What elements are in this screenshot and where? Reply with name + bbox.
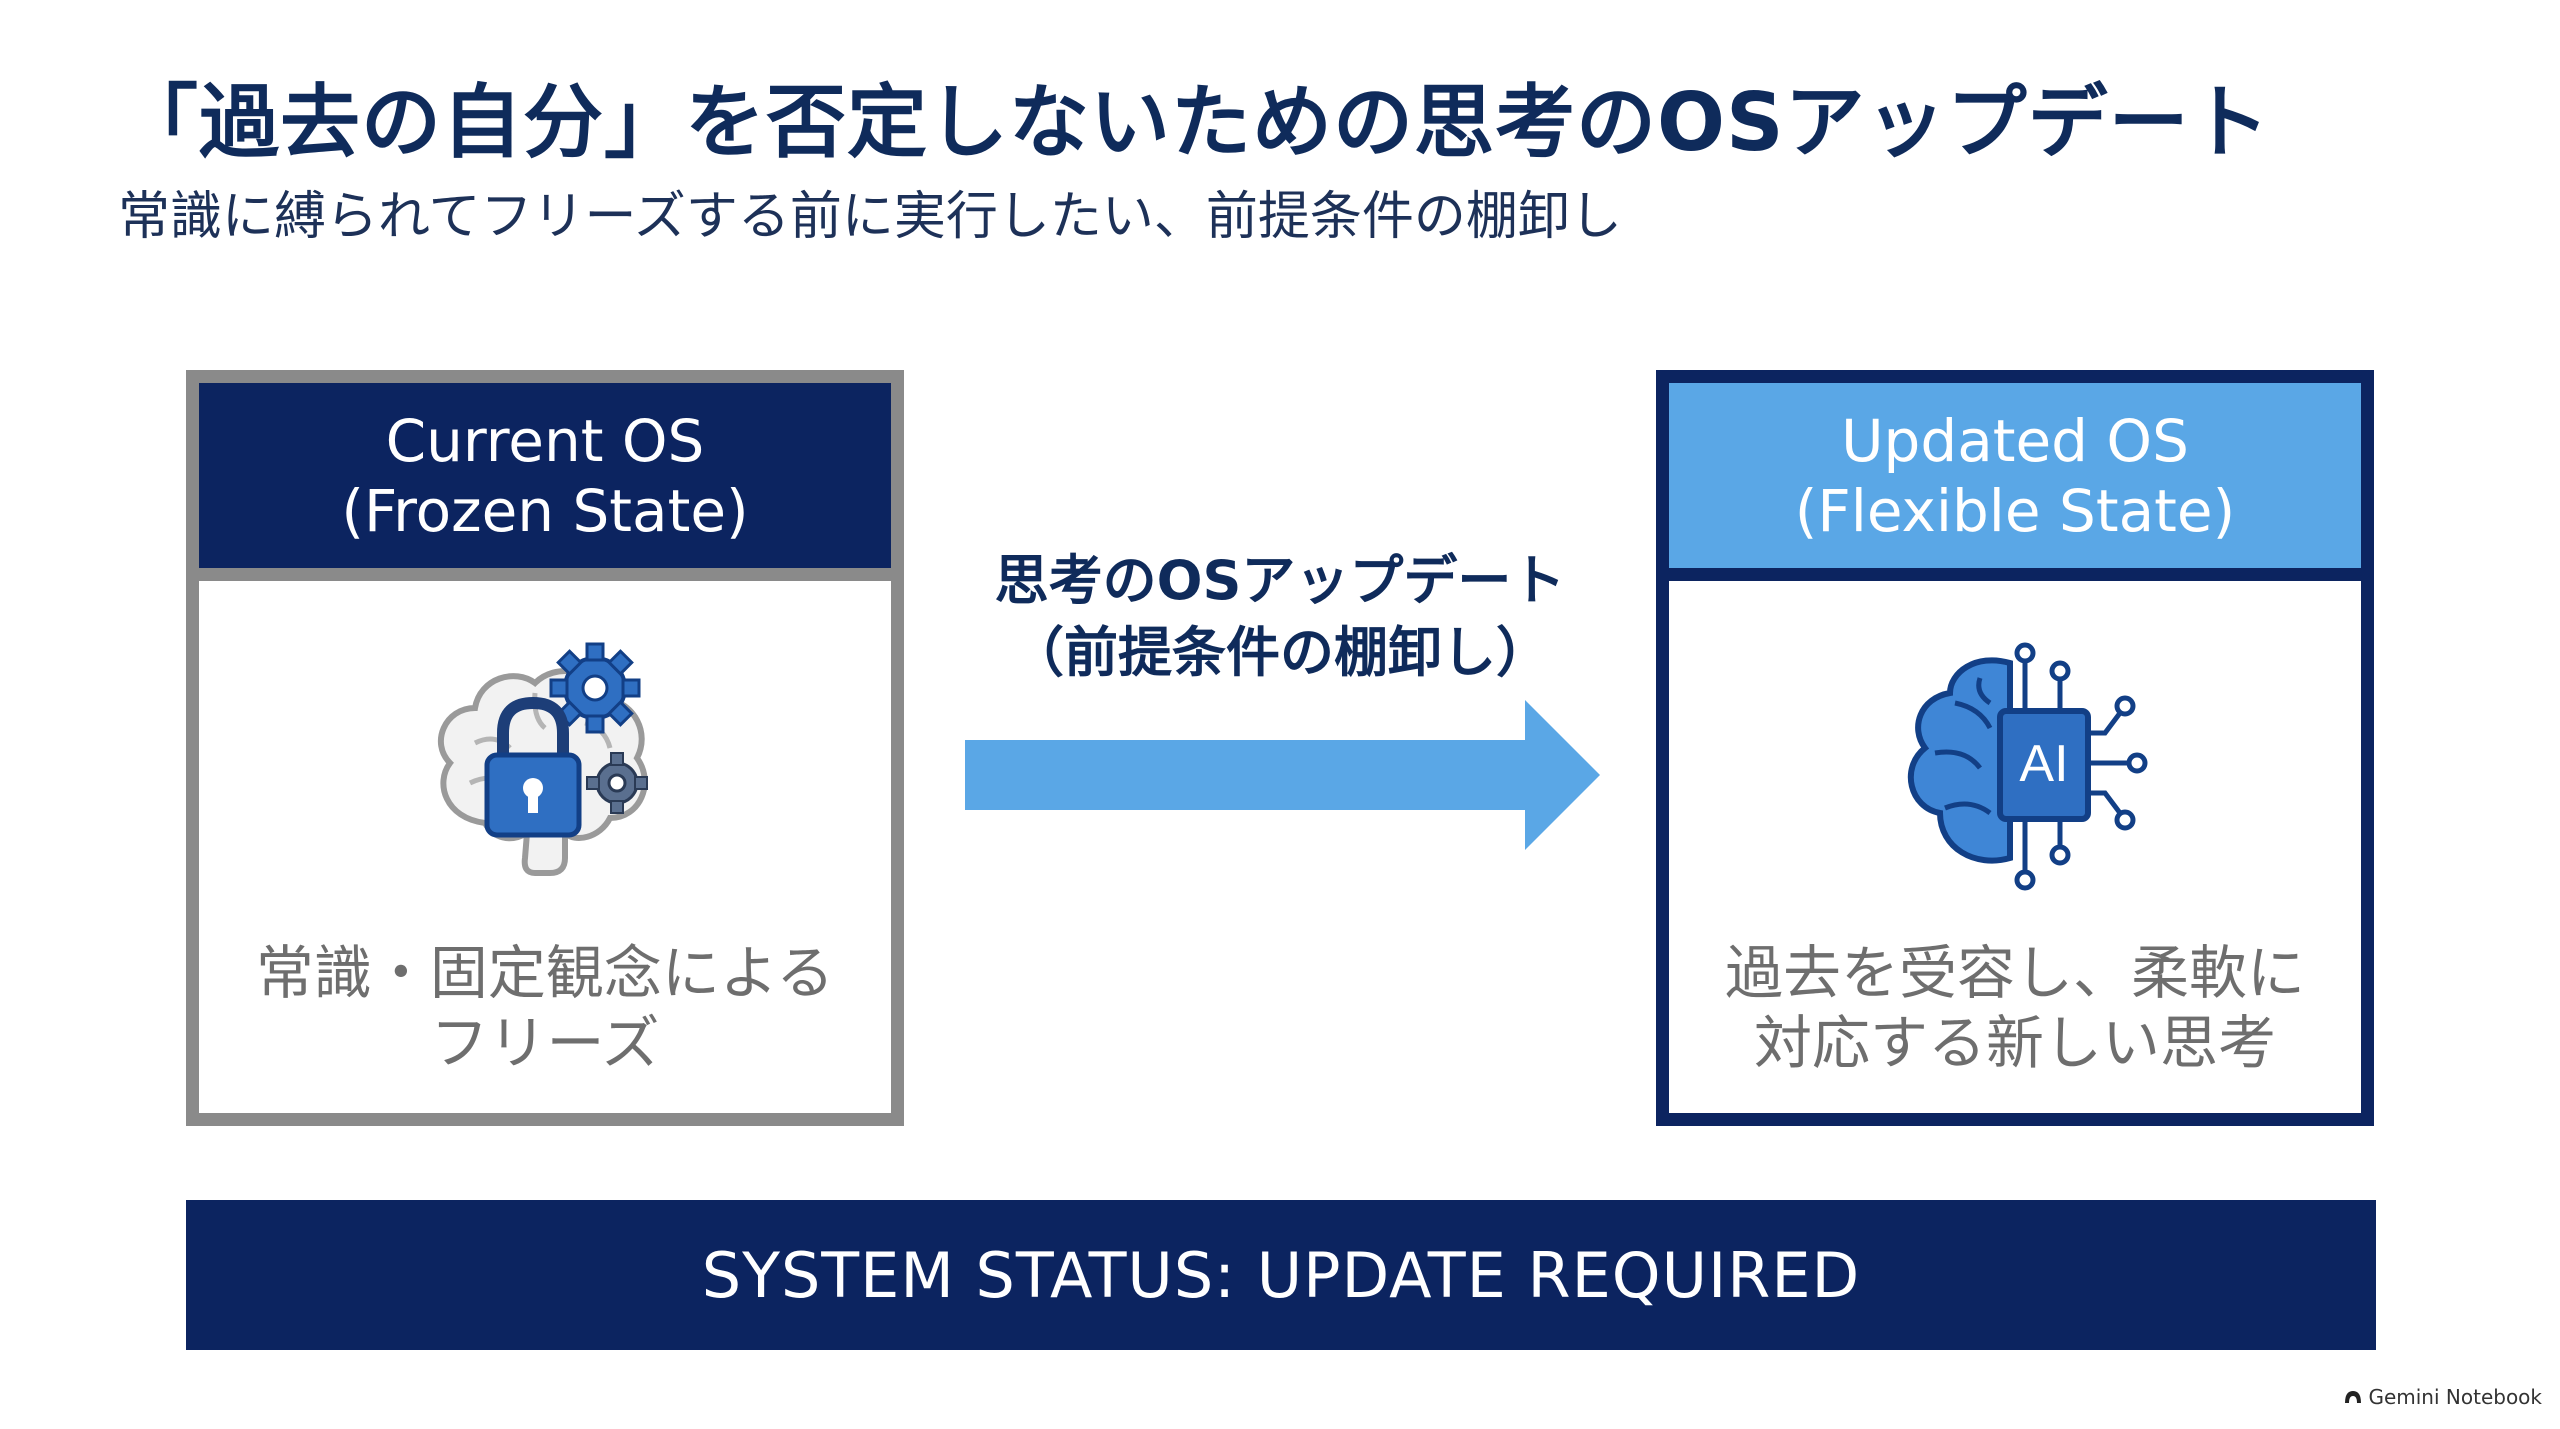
current-os-caption: 常識・固定観念による フリーズ xyxy=(255,939,835,1077)
gemini-logo-icon xyxy=(2345,1391,2362,1403)
current-os-panel: Current OS (Frozen State) xyxy=(186,370,904,1126)
system-status-text: SYSTEM STATUS: UPDATE REQUIRED xyxy=(701,1238,1861,1312)
branding: Gemini Notebook xyxy=(2344,1385,2542,1409)
current-os-title: Current OS xyxy=(385,406,705,475)
locked-brain-gears-icon xyxy=(415,633,675,897)
branding-label: Gemini Notebook xyxy=(2368,1385,2542,1409)
right-arrow-icon xyxy=(965,700,1605,854)
updated-os-panel: Updated OS (Flexible State) AI 過去を受容し、柔軟… xyxy=(1656,370,2374,1126)
updated-os-caption: 過去を受容し、柔軟に 対応する新しい思考 xyxy=(1724,939,2305,1077)
current-os-state: (Frozen State) xyxy=(341,476,749,545)
updated-os-header: Updated OS (Flexible State) xyxy=(1669,383,2361,581)
updated-os-state: (Flexible State) xyxy=(1794,476,2236,545)
page-subtitle: 常識に縛られてフリーズする前に実行したい、前提条件の棚卸し xyxy=(118,187,1622,247)
ai-chip-label: AI xyxy=(2019,735,2068,793)
transition-label: 思考のOSアップデート （前提条件の棚卸し） xyxy=(994,549,1566,684)
current-os-header: Current OS (Frozen State) xyxy=(199,383,891,581)
ai-brain-circuit-icon: AI xyxy=(1880,633,2150,907)
page-title: 「過去の自分」を否定しないための思考のOSアップデート xyxy=(118,76,2271,169)
updated-os-title: Updated OS xyxy=(1841,406,2189,475)
system-status-bar: SYSTEM STATUS: UPDATE REQUIRED xyxy=(186,1200,2376,1350)
